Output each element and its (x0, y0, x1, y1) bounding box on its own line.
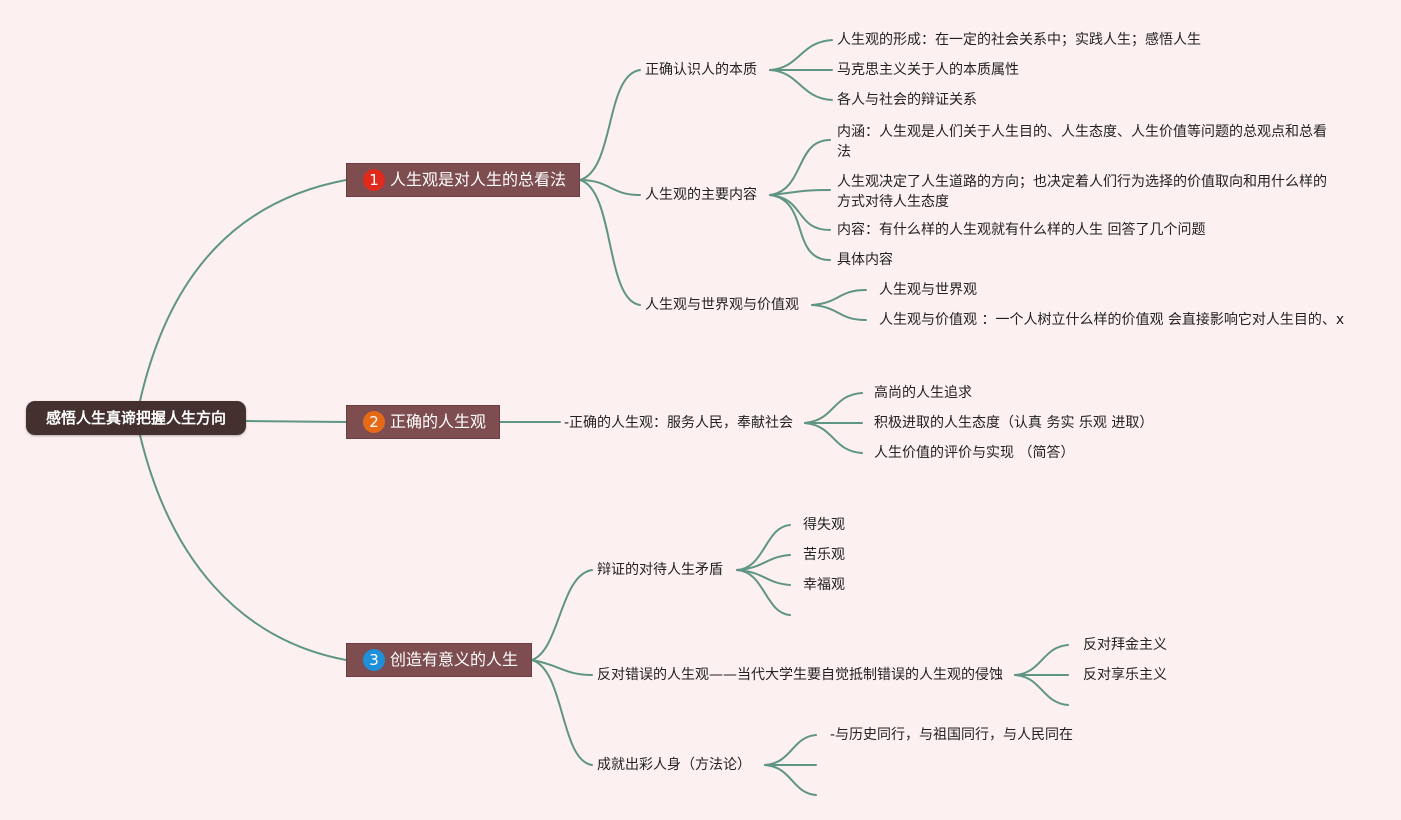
root-topic-label: 感悟人生真谛把握人生方向 (45, 408, 226, 427)
link-root-branch-3 (139, 434, 347, 661)
leaf-1-2-2[interactable]: 人生观决定了人生道路的方向；也决定着人们行为选择的价值取向和用什么样的方式对待人… (837, 174, 1327, 210)
leaf-1-2-1[interactable]: 内涵：人生观是人们关于人生目的、人生态度、人生价值等问题的总观点和总看法 (837, 124, 1327, 160)
subtopic-3-2[interactable]: 反对错误的人生观——当代大学生要自觉抵制错误的人生观的侵蚀 (597, 667, 1003, 683)
leaf-1-3-1[interactable]: 人生观与世界观 (879, 282, 977, 298)
leaf-3-2-2[interactable]: 反对享乐主义 (1083, 667, 1167, 683)
subtopic-3-3[interactable]: 成就出彩人身（方法论） (597, 757, 751, 773)
subtopic-3-1[interactable]: 辩证的对待人生矛盾 (597, 562, 723, 578)
leaf-2-1-2[interactable]: 积极进取的人生态度（认真 务实 乐观 进取） (874, 415, 1154, 431)
subtopic-1-2[interactable]: 人生观的主要内容 (645, 187, 757, 203)
subtopic-1-3[interactable]: 人生观与世界观与价值观 (645, 297, 799, 313)
badge-3: 3 (363, 649, 385, 671)
branch-1[interactable]: 1 人生观是对人生的总看法 (346, 163, 580, 197)
leaf-1-1-3[interactable]: 各人与社会的辩证关系 (837, 92, 977, 108)
leaf-2-1-1[interactable]: 高尚的人生追求 (874, 385, 972, 401)
branch-2[interactable]: 2 正确的人生观 (346, 405, 500, 439)
leaf-3-1-2[interactable]: 苦乐观 (803, 547, 845, 563)
subtopic-2-1[interactable]: -正确的人生观：服务人民，奉献社会 (564, 415, 794, 431)
link-root-branch-2 (245, 420, 347, 423)
link-b1-s1 (579, 69, 641, 181)
leaf-3-2-1[interactable]: 反对拜金主义 (1083, 637, 1167, 653)
branch-1-label: 人生观是对人生的总看法 (390, 170, 567, 189)
leaf-1-1-1[interactable]: 人生观的形成：在一定的社会关系中；实践人生；感悟人生 (837, 32, 1201, 48)
leaf-3-1-3[interactable]: 幸福观 (803, 577, 845, 593)
root-topic[interactable]: 感悟人生真谛把握人生方向 (26, 401, 246, 435)
leaf-2-1-3[interactable]: 人生价值的评价与实现 （简答） (874, 445, 1075, 461)
badge-2: 2 (363, 411, 385, 433)
leaf-3-3-1[interactable]: -与历史同行，与祖国同行，与人民同在 (830, 727, 1074, 743)
link-b3-s2 (531, 659, 593, 676)
link-b3-s1 (531, 569, 593, 661)
branch-2-label: 正确的人生观 (390, 412, 487, 431)
link-root-branch-1 (139, 179, 347, 402)
link-b1-s2 (579, 179, 641, 196)
leaf-1-1-2[interactable]: 马克思主义关于人的本质属性 (837, 62, 1019, 78)
subtopic-1-1[interactable]: 正确认识人的本质 (645, 62, 757, 78)
leaf-1-2-4[interactable]: 具体内容 (837, 252, 893, 268)
link-b1-s3 (579, 179, 641, 306)
leaf-1-2-3[interactable]: 内容：有什么样的人生观就有什么样的人生 回答了几个问题 (837, 222, 1206, 238)
leaf-1-3-2[interactable]: 人生观与价值观 ：一个人树立什么样的价值观 会直接影响它对人生目的、x (879, 312, 1345, 328)
badge-1: 1 (363, 169, 385, 191)
branch-3[interactable]: 3 创造有意义的人生 (346, 643, 532, 677)
branch-3-label: 创造有意义的人生 (390, 650, 519, 669)
leaf-3-1-1[interactable]: 得失观 (803, 517, 845, 533)
link-b3-s3 (531, 659, 593, 766)
